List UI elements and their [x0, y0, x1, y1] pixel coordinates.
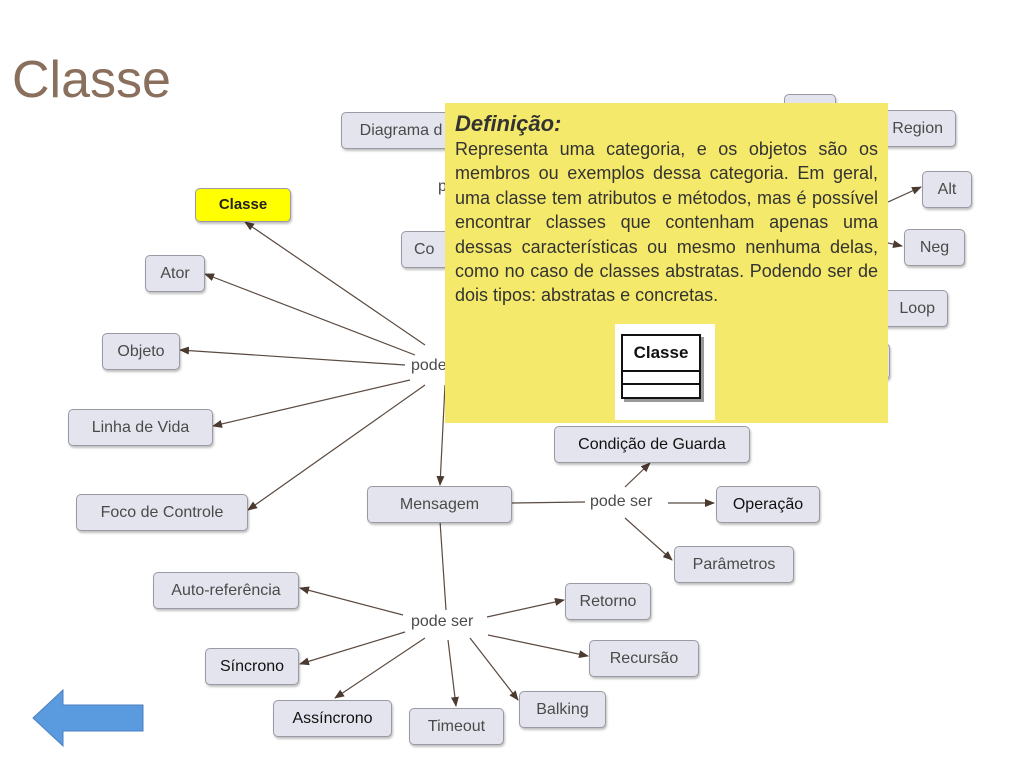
node-linha-vida[interactable]: Linha de Vida [68, 409, 213, 446]
edge-to-neg [887, 240, 903, 249]
node-sincrono[interactable]: Síncrono [205, 648, 299, 685]
label-pode-ser-mensagem: pode ser [588, 493, 655, 511]
node-operacao[interactable]: Operação [716, 486, 820, 523]
node-assincrono[interactable]: Assíncrono [273, 700, 392, 737]
node-parametros[interactable]: Parâmetros [674, 546, 794, 583]
edge-bottom-balking [469, 637, 519, 701]
uml-class-divider-1 [623, 370, 699, 372]
edge-bottom-retorno [486, 598, 565, 618]
edge-bottom-auto [299, 586, 404, 616]
edge-podeser-condicao [624, 462, 651, 488]
edge-pode-foco [247, 384, 426, 511]
uml-class-divider-2 [623, 383, 699, 385]
edge-to-alt [887, 186, 922, 203]
node-balking[interactable]: Balking [519, 691, 606, 728]
edge-bottom-sincrono [299, 631, 406, 666]
uml-class-name: Classe [633, 343, 689, 362]
node-timeout[interactable]: Timeout [409, 708, 504, 745]
node-alt[interactable]: Alt [922, 171, 972, 208]
edge-podeser-parametros [624, 517, 673, 561]
edge-pode-linha [212, 379, 411, 428]
edge-pode-ator [204, 273, 416, 356]
edge-bottom-timeout [447, 639, 459, 707]
left-arrow-icon[interactable] [30, 688, 150, 748]
uml-class-box: Classe [621, 334, 701, 399]
node-condicao-guarda[interactable]: Condição de Guarda [554, 426, 750, 463]
edge-bottom-assincrono [334, 637, 426, 699]
node-auto-referencia[interactable]: Auto-referência [153, 572, 299, 609]
edge-pode-classe [244, 221, 426, 346]
node-mensagem[interactable]: Mensagem [367, 486, 512, 523]
node-foco-controle[interactable]: Foco de Controle [76, 494, 248, 531]
label-pode-main: pode [409, 357, 449, 375]
page-title: Classe [12, 51, 171, 109]
node-diagrama[interactable]: Diagrama d [341, 112, 461, 149]
node-objeto[interactable]: Objeto [102, 333, 180, 370]
edge-pode-mensagem [436, 384, 446, 486]
popup-text: Representa uma categoria, e os objetos s… [455, 139, 878, 306]
node-neg[interactable]: Neg [904, 229, 965, 266]
definition-popup: Definição: Representa uma categoria, e o… [445, 103, 888, 423]
popup-title: Definição: [455, 111, 562, 136]
label-pode-ser-bottom: pode ser [409, 613, 476, 631]
edge-mensagem-podeser [511, 501, 586, 504]
node-retorno[interactable]: Retorno [565, 583, 651, 620]
node-recursao[interactable]: Recursão [589, 640, 699, 677]
node-ator[interactable]: Ator [145, 255, 205, 292]
node-classe[interactable]: Classe [195, 188, 291, 222]
edge-pode-objeto [179, 346, 406, 366]
edge-mensagem-bottom [439, 520, 447, 611]
edge-bottom-recursao [487, 634, 589, 659]
uml-class-symbol: Classe [615, 324, 715, 420]
